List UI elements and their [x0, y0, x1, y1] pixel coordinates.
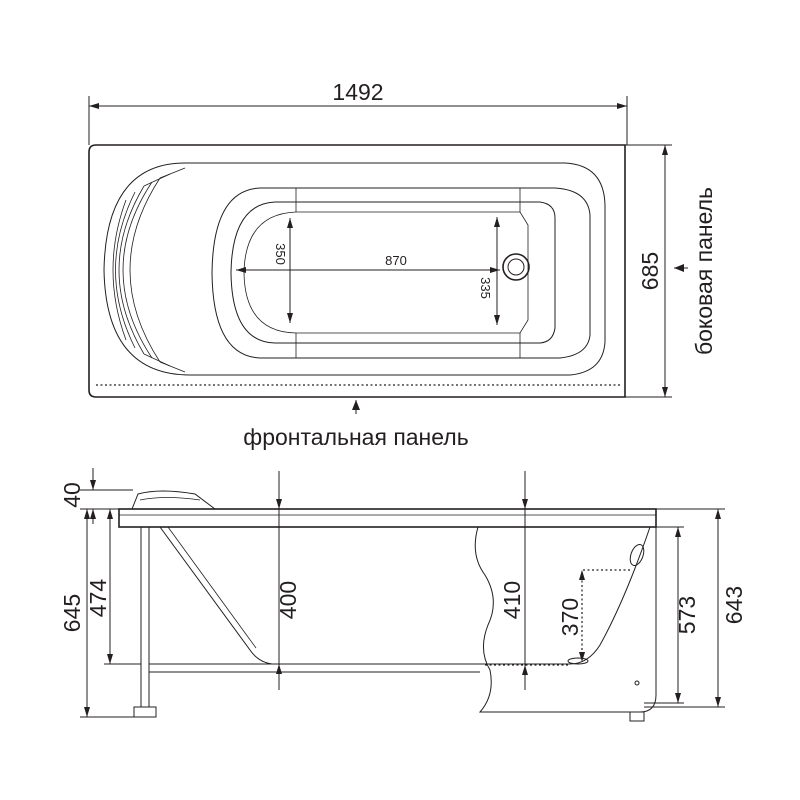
headrest-curves	[112, 167, 186, 373]
drain-outer	[502, 253, 530, 281]
dim-depth-drain: 410	[499, 471, 528, 690]
dim-label-400: 400	[275, 581, 301, 619]
dim-label-870: 870	[385, 253, 407, 268]
front-panel-label: фронтальная панель	[243, 424, 468, 450]
dim-label-573: 573	[674, 596, 700, 634]
left-leg	[133, 527, 157, 718]
bowl-outer-rim	[211, 187, 591, 359]
dim-height-panel: 573	[644, 526, 700, 704]
dim-bowl-length: 870	[236, 253, 500, 273]
side-view: 40 645 474 400	[59, 468, 747, 722]
dim-label-40: 40	[59, 482, 85, 508]
headrest-detail	[139, 497, 201, 501]
dim-bowl-width-drain: 335	[478, 217, 500, 325]
overflow-hole	[629, 543, 645, 567]
drain-inner	[507, 258, 525, 276]
dim-label-474: 474	[85, 579, 111, 618]
inner-deck-outline	[103, 162, 606, 376]
dim-depth-center: 400	[275, 471, 301, 690]
dim-height-frame: 474	[85, 509, 141, 665]
dim-label-643: 643	[721, 586, 747, 624]
bowl-floor	[243, 211, 529, 334]
front-panel-indicator: фронтальная панель	[243, 400, 469, 450]
side-drain	[567, 657, 589, 665]
dim-label-370: 370	[557, 598, 583, 636]
dim-label-685: 685	[637, 252, 663, 290]
dim-label-645: 645	[59, 594, 85, 632]
dim-height-total-left: 645	[59, 509, 134, 718]
dim-rim-thickness: 40	[59, 468, 133, 524]
dim-label-335: 335	[478, 277, 493, 299]
dim-overflow-height: 370	[557, 570, 585, 662]
dim-label-350: 350	[273, 243, 288, 265]
dim-label-410: 410	[499, 581, 525, 619]
side-panel-indicator: боковая панель	[674, 187, 717, 355]
side-panel-label: боковая панель	[691, 187, 717, 355]
tub-end-curve	[485, 526, 651, 665]
outer-rim	[88, 144, 626, 398]
top-view: 1492 685 боковая панель фронтальная пане…	[88, 79, 717, 450]
overflow-path	[581, 569, 630, 662]
dim-label-1492: 1492	[332, 79, 383, 105]
right-foot	[629, 711, 645, 722]
panel-screw	[634, 680, 640, 686]
side-rim	[118, 508, 657, 528]
dim-overall-length: 1492	[88, 79, 628, 145]
bowl-bottom	[230, 201, 556, 344]
tub-body-inner	[167, 526, 257, 649]
dim-overall-width: 685	[625, 144, 672, 398]
cutaway-panel	[474, 526, 657, 713]
dim-height-total-right: 643	[644, 508, 747, 708]
side-headrest	[131, 490, 216, 510]
tub-body-slope	[159, 526, 485, 665]
